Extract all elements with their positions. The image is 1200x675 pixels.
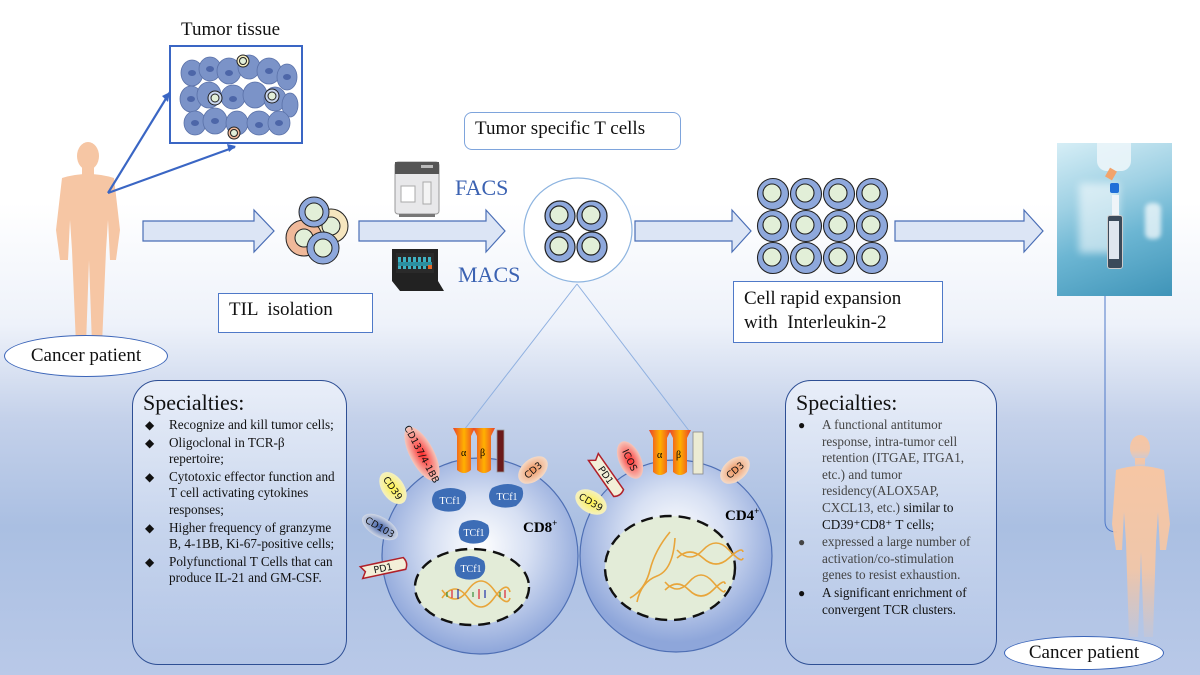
expansion-line-1: Cell rapid expansion xyxy=(744,288,902,309)
tcr-alpha-label: α xyxy=(461,448,467,459)
pd1-marker: PD1 xyxy=(358,556,408,580)
cd3-marker: CD3 xyxy=(518,456,548,484)
list-item-text: Polyfunctional T Cells that can produce … xyxy=(169,553,333,586)
tumor-tissue-box xyxy=(169,45,303,144)
specialties-right-panel: Specialties: ● A functional antitumor res… xyxy=(785,380,997,665)
tumor-specific-t-cells-label: Tumor specific T cells xyxy=(464,112,681,150)
til-isolation-label: TIL isolation xyxy=(218,293,373,333)
arrow-patient-to-til xyxy=(142,208,275,254)
list-item-text-grey: A functional antitumor response, intra-t… xyxy=(822,417,965,515)
specialties-left-title: Specialties: xyxy=(143,390,245,415)
magnetic-separator-icon xyxy=(392,249,444,291)
cd4-tcr-receptor: α β xyxy=(649,430,704,475)
cd4-t-cell: α β ICOS PD1 CD39 CD3 CD4+ xyxy=(575,430,773,653)
expanded-cells-grid-icon xyxy=(756,177,889,275)
icos-marker: ICOS xyxy=(616,441,644,479)
list-item-text: Higher frequency of granzyme B, 4-1BB, K… xyxy=(169,519,335,552)
tumor-specific-cells-circle xyxy=(523,177,633,283)
diamond-bullet-icon: ◆ xyxy=(145,435,155,450)
dna-icon xyxy=(629,531,744,603)
expansion-line-2: with Interleukin-2 xyxy=(744,312,887,333)
circle-bullet-icon: ● xyxy=(798,585,806,600)
list-item-text-dark: A significant enrichment of convergent T… xyxy=(822,584,967,617)
flow-cytometer-icon xyxy=(394,161,440,217)
tcf1-protein: TCf1 xyxy=(489,484,524,508)
list-item-text: Oligoclonal in TCR-β repertoire; xyxy=(169,434,285,467)
list-item-text: Recognize and kill tumor cells; xyxy=(169,417,334,432)
iv-infusion-bag-icon xyxy=(1057,143,1172,296)
list-item: ◆ Polyfunctional T Cells that can produce… xyxy=(143,554,336,587)
cd4-nucleus xyxy=(603,514,737,622)
list-item: ◆ Higher frequency of granzyme B, 4-1BB, … xyxy=(143,520,336,553)
list-item: ◆ Cytotoxic effector function and T cell … xyxy=(143,469,336,519)
cd8-t-cell: α β CD137/4-1BB CD39 CD103 PD1 CD3 TCf1 … xyxy=(358,424,579,655)
tcr-alpha-label: α xyxy=(657,450,663,461)
list-item: ◆ Recognize and kill tumor cells; xyxy=(143,417,336,434)
list-item: ● A functional antitumor response, intra-… xyxy=(796,417,986,533)
tcf1-protein: TCf1 xyxy=(432,488,467,512)
arrow-specific-to-expansion xyxy=(634,208,752,254)
circle-bullet-icon: ● xyxy=(798,418,806,432)
cd39-marker: CD39 xyxy=(379,471,407,505)
diamond-bullet-icon: ◆ xyxy=(145,554,155,569)
specialties-right-list: ● A functional antitumor response, intra-… xyxy=(796,417,986,618)
svg-text:TCf1: TCf1 xyxy=(496,492,517,503)
tcr-beta-label: β xyxy=(676,450,681,461)
patient-right-figure xyxy=(1112,435,1170,637)
tcf1-protein: TCf1 xyxy=(458,519,490,544)
list-item: ● A significant enrichment of convergent … xyxy=(796,585,986,618)
tumor-pointer-lines xyxy=(107,91,236,195)
tcf1-protein: TCf1 xyxy=(454,555,486,580)
diamond-bullet-icon: ◆ xyxy=(145,520,155,535)
tumor-cells-icon xyxy=(179,54,299,140)
arrow-expansion-to-infusion xyxy=(894,208,1044,254)
cd4-label: CD4+ xyxy=(725,506,759,524)
cancer-patient-left-label: Cancer patient xyxy=(4,335,168,377)
patient-left-figure xyxy=(56,142,120,345)
specialties-left-list: ◆ Recognize and kill tumor cells; ◆ Oligoc… xyxy=(143,417,336,587)
svg-text:TCf1: TCf1 xyxy=(439,496,460,507)
human-silhouette-icon xyxy=(56,142,120,345)
macs-label: MACS xyxy=(458,262,521,287)
til-isolation-text: TIL isolation xyxy=(229,299,333,320)
expansion-label: Cell rapid expansion with Interleukin-2 xyxy=(733,281,943,343)
list-item: ● expressed a large number of activation/… xyxy=(796,534,986,584)
cd8-label: CD8+ xyxy=(523,518,557,536)
til-cell-cluster-icon xyxy=(285,196,349,265)
svg-text:TCf1: TCf1 xyxy=(463,528,484,539)
list-item-text-grey: expressed a large number of activation/c… xyxy=(822,534,971,583)
circle-bullet-icon: ● xyxy=(798,535,806,550)
tumor-tissue-title: Tumor tissue xyxy=(181,19,281,40)
cd39-marker: CD39 xyxy=(575,489,607,515)
list-item: ◆ Oligoclonal in TCR-β repertoire; xyxy=(143,435,336,468)
diamond-bullet-icon: ◆ xyxy=(145,469,155,484)
specialties-right-title: Specialties: xyxy=(796,390,898,415)
svg-text:PD1: PD1 xyxy=(373,562,394,577)
cancer-patient-right-text: Cancer patient xyxy=(1028,642,1140,663)
tcr-beta-label: β xyxy=(480,448,485,459)
cancer-patient-right-label: Cancer patient xyxy=(1004,636,1164,670)
cd8-nucleus xyxy=(413,547,531,627)
diamond-bullet-icon: ◆ xyxy=(145,418,155,432)
list-item-text-dark: similar to CD39⁺CD8⁺ T cells; xyxy=(822,499,954,532)
human-silhouette-icon xyxy=(1112,435,1170,637)
arrow-til-to-sorting xyxy=(358,208,506,254)
tumor-specific-t-cells-text: Tumor specific T cells xyxy=(475,118,646,139)
cancer-patient-left-text: Cancer patient xyxy=(30,345,142,366)
facs-label: FACS xyxy=(455,175,509,200)
specialties-left-panel: Specialties: ◆ Recognize and kill tumor c… xyxy=(132,380,347,665)
list-item-text: Cytotoxic effector function and T cell a… xyxy=(169,468,335,517)
svg-text:TCf1: TCf1 xyxy=(460,564,481,575)
cd3-marker: CD3 xyxy=(720,456,750,484)
cd8-tcr-receptor: α β xyxy=(453,428,505,473)
dna-icon xyxy=(441,580,511,608)
